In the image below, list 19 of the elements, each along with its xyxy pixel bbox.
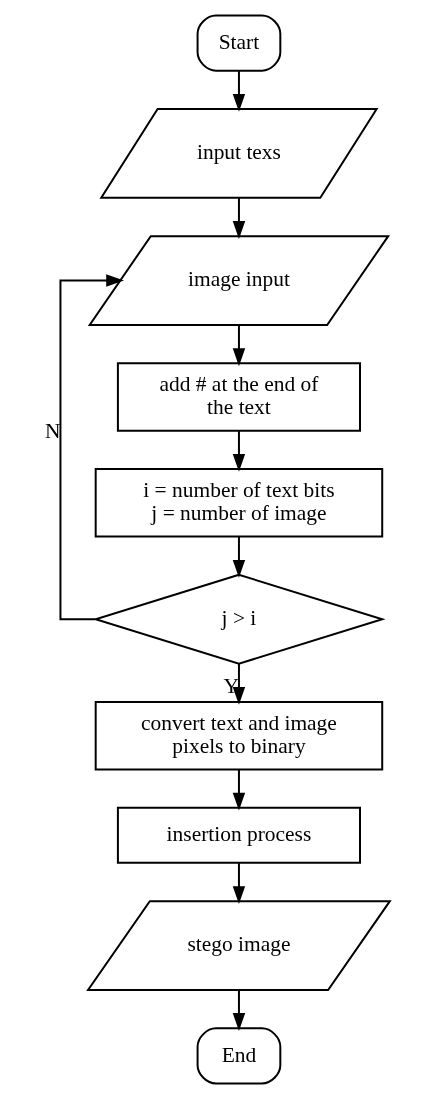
edge-label: N xyxy=(45,418,61,443)
arrow xyxy=(59,274,124,621)
node-box: End xyxy=(196,1027,282,1085)
arrow xyxy=(232,768,246,811)
arrow xyxy=(232,989,246,1031)
node-box: i = number of text bits j = number of image xyxy=(94,468,384,538)
node-box: insertion process xyxy=(116,806,361,864)
node-box: convert text and image pixels to binary xyxy=(94,700,384,771)
edge-label: Y xyxy=(223,674,240,699)
arrow xyxy=(232,536,246,578)
arrow xyxy=(232,862,246,905)
arrow xyxy=(232,69,246,112)
arrow xyxy=(232,662,246,705)
node-diamond: j > i xyxy=(92,573,386,665)
arrow xyxy=(232,324,246,367)
arrow xyxy=(232,196,246,239)
arrow xyxy=(232,430,246,472)
node-box: add # at the end of the text xyxy=(116,362,361,432)
node-box: Start xyxy=(196,14,282,72)
